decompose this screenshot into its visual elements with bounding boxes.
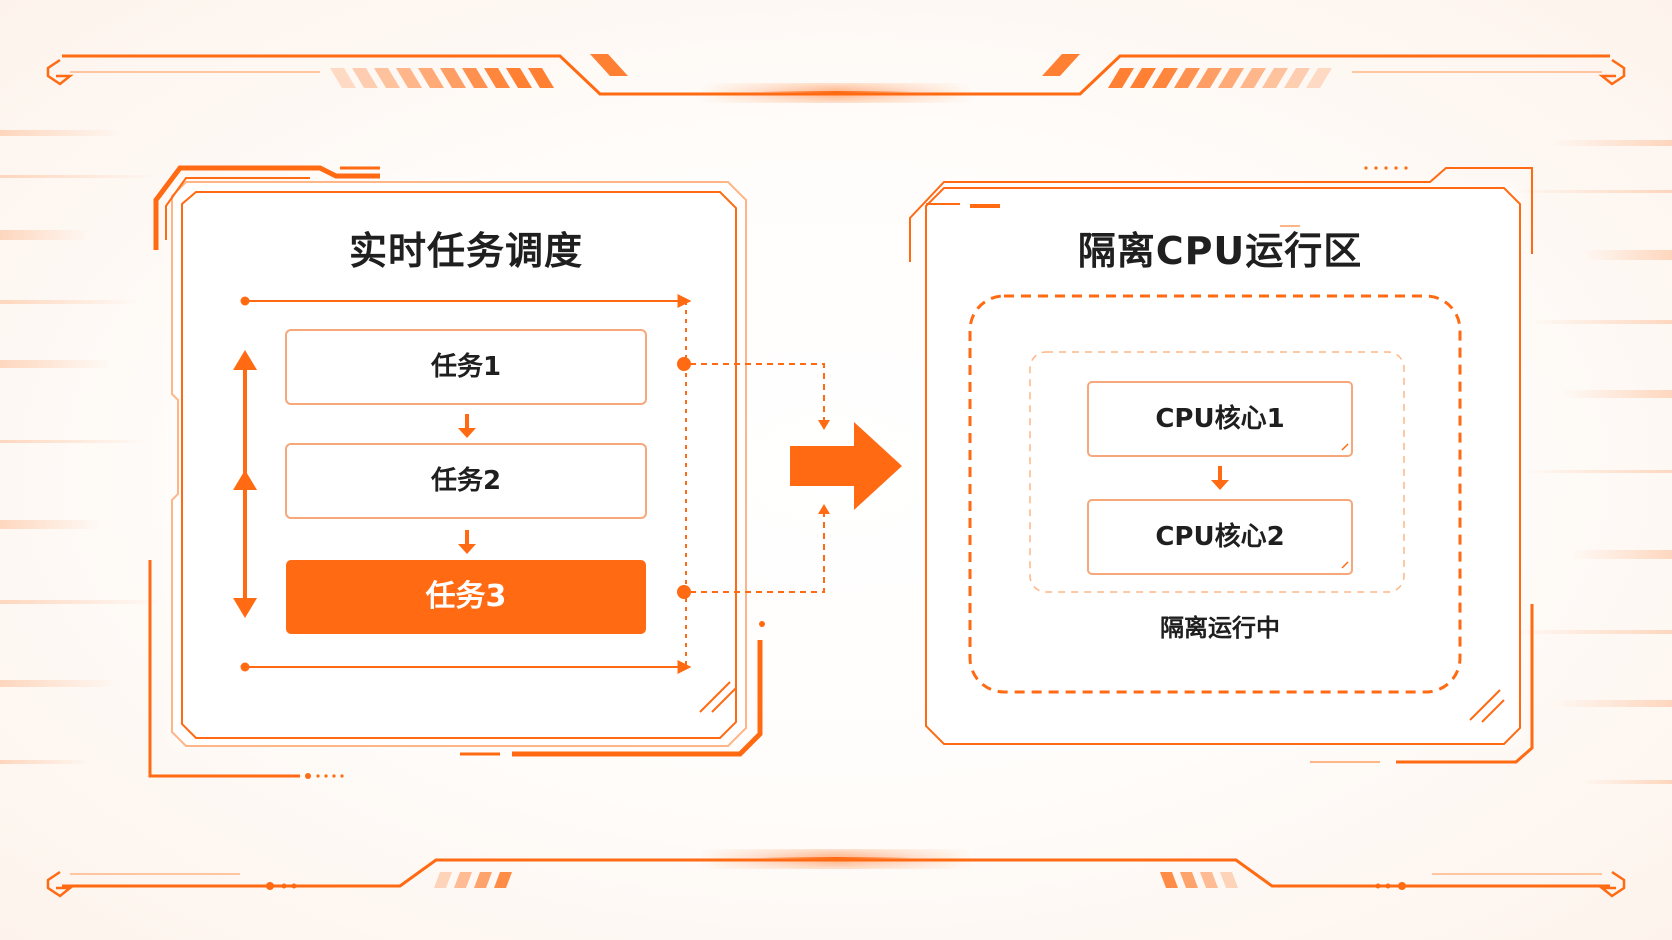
left-panel-title: 实时任务调度	[348, 229, 583, 273]
arrow-down-icon	[458, 414, 476, 438]
task-box-1[interactable]	[285, 329, 647, 405]
task-label-3: 任务3	[425, 579, 507, 614]
core-box-2[interactable]	[1087, 499, 1353, 575]
right-panel-frame	[909, 166, 1534, 764]
task-label-2: 任务2	[430, 466, 502, 496]
isolation-zone-inner	[1029, 351, 1405, 593]
task-connectors	[677, 357, 830, 599]
bottom-center-glow	[700, 852, 972, 866]
core-boxes	[1087, 381, 1353, 575]
task-boxes	[285, 329, 647, 634]
core-box-1[interactable]	[1087, 381, 1353, 457]
core-label-1: CPU核心1	[1155, 404, 1285, 434]
top-left-stripes	[330, 54, 628, 88]
big-right-arrow-icon	[790, 422, 902, 510]
top-right-stripes	[1042, 54, 1332, 88]
right-panel-title: 隔离CPU运行区	[1077, 229, 1363, 273]
isolation-zone-outer	[968, 294, 1462, 694]
bottom-stripes	[434, 872, 1238, 888]
double-arrow-vertical-icon	[233, 350, 257, 618]
right-light-streaks	[1512, 140, 1672, 784]
arrow-down-icon	[458, 530, 476, 554]
arrow-down-icon	[1211, 466, 1229, 490]
task-down-arrows	[458, 414, 476, 554]
isolation-status: 隔离运行中	[1160, 614, 1280, 642]
task-box-3[interactable]	[286, 560, 646, 634]
task-label-1: 任务1	[430, 352, 502, 382]
left-light-streaks	[0, 130, 160, 764]
top-center-glow	[700, 86, 972, 100]
task-box-2[interactable]	[285, 443, 647, 519]
bottom-dots	[266, 882, 1406, 890]
left-panel-guides	[240, 294, 692, 674]
core-label-2: CPU核心2	[1155, 522, 1285, 552]
